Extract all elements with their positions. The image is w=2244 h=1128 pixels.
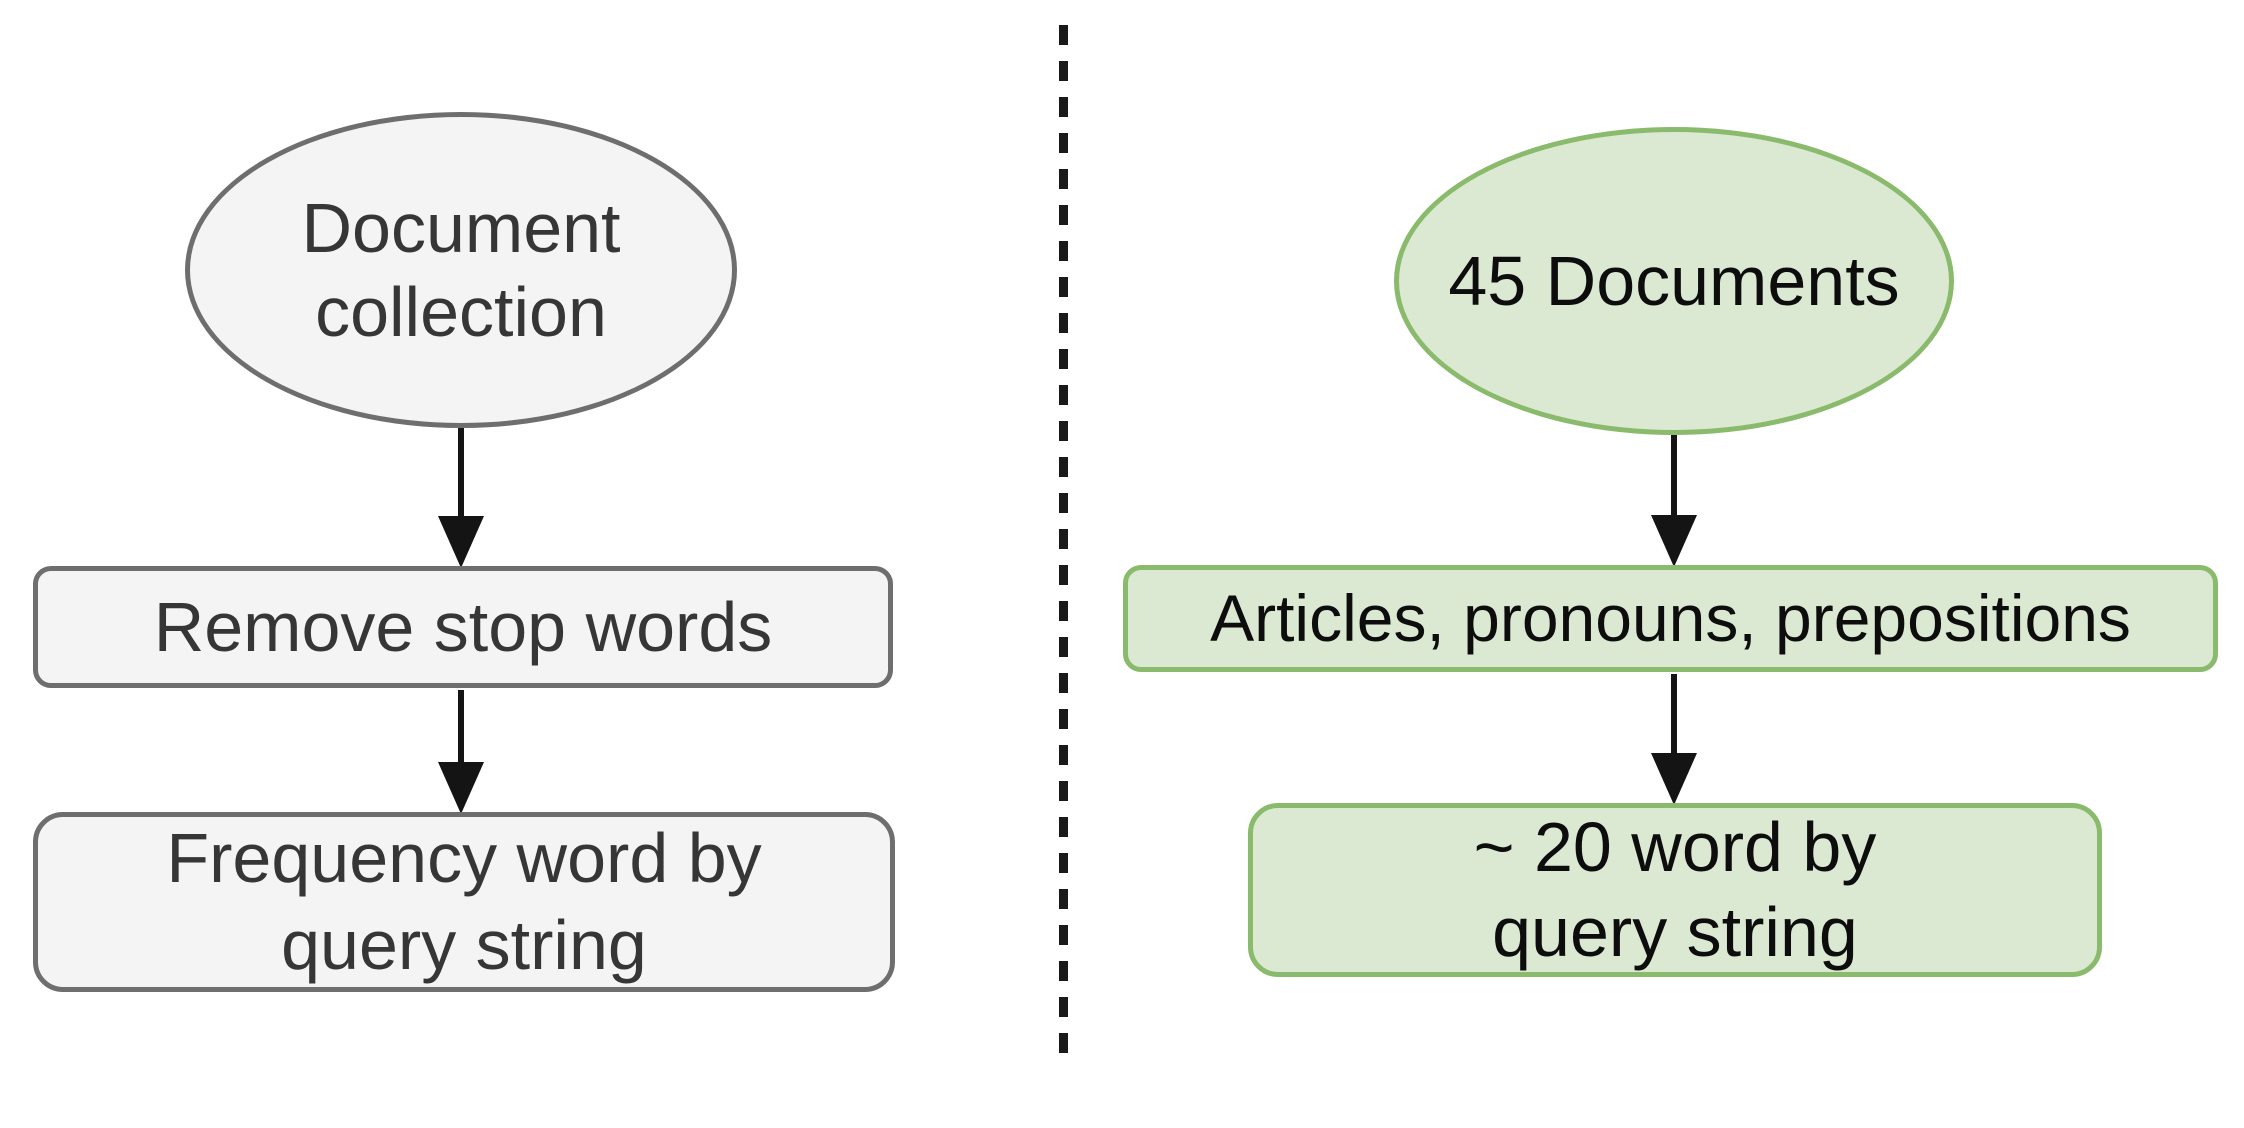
- remove-stop-words-label: Remove stop words: [153, 588, 773, 666]
- documents-count-node: 45 Documents: [1394, 127, 1954, 435]
- query-words-node: ~ 20 word by query string: [1248, 803, 2102, 977]
- document-collection-label-line2: collection: [315, 273, 607, 351]
- documents-count-label: 45 Documents: [1448, 242, 1900, 320]
- frequency-word-label-line2: query string: [281, 906, 647, 984]
- frequency-word-node: Frequency word by query string: [33, 812, 895, 992]
- arrow-doc-collection-to-stop-words: [437, 428, 485, 568]
- stop-words-examples-label: Articles, pronouns, prepositions: [1210, 580, 2131, 655]
- arrow-45-docs-to-articles: [1650, 435, 1698, 567]
- arrow-shaft: [458, 690, 464, 768]
- arrowhead-down-icon: [1651, 753, 1697, 805]
- query-words-label-line2: query string: [1492, 893, 1858, 971]
- dashed-divider: [1059, 25, 1068, 1053]
- arrowhead-down-icon: [1651, 515, 1697, 567]
- arrow-stop-words-to-frequency: [437, 690, 485, 814]
- arrowhead-down-icon: [438, 762, 484, 814]
- frequency-word-label-line1: Frequency word by: [166, 818, 762, 897]
- document-collection-node: Document collection: [185, 112, 737, 428]
- stop-words-examples-node: Articles, pronouns, prepositions: [1123, 565, 2218, 672]
- arrow-shaft: [1671, 674, 1677, 759]
- document-collection-label-line1: Document: [301, 189, 621, 267]
- arrow-shaft: [1671, 435, 1677, 521]
- query-words-label-line1: ~ 20 word by: [1473, 807, 1877, 886]
- remove-stop-words-node: Remove stop words: [33, 566, 893, 688]
- arrowhead-down-icon: [438, 516, 484, 568]
- arrow-shaft: [458, 428, 464, 522]
- arrow-articles-to-20-words: [1650, 674, 1698, 805]
